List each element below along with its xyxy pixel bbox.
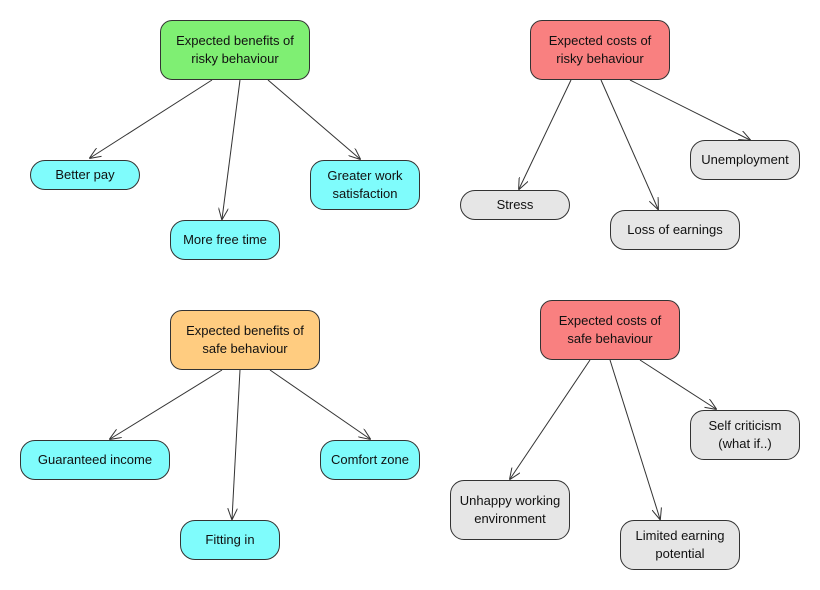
node-costs-safe-behaviour[interactable]: Expected costs of safe behaviour <box>540 300 680 360</box>
node-limited-earning-potential[interactable]: Limited earning potential <box>620 520 740 570</box>
node-benefits-safe-behaviour[interactable]: Expected benefits of safe behaviour <box>170 310 320 370</box>
arrow-costs-safe-to-limited-earning-potential <box>609 359 660 519</box>
node-more-free-time[interactable]: More free time <box>170 220 280 260</box>
arrow-costs-risky-to-loss-of-earnings <box>600 79 658 209</box>
arrow-benefits-safe-to-fitting-in <box>232 369 241 519</box>
arrow-benefits-safe-to-guaranteed-income <box>110 369 223 439</box>
arrow-benefits-safe-to-comfort-zone <box>269 369 370 439</box>
node-unhappy-working-environment[interactable]: Unhappy working environment <box>450 480 570 540</box>
node-better-pay[interactable]: Better pay <box>30 160 140 190</box>
node-costs-risky-behaviour[interactable]: Expected costs of risky behaviour <box>530 20 670 80</box>
node-loss-of-earnings[interactable]: Loss of earnings <box>610 210 740 250</box>
node-guaranteed-income[interactable]: Guaranteed income <box>20 440 170 480</box>
node-benefits-risky-behaviour[interactable]: Expected benefits of risky behaviour <box>160 20 310 80</box>
arrow-costs-risky-to-unemployment <box>629 79 750 140</box>
arrow-benefits-risky-to-better-pay <box>90 79 213 158</box>
arrow-costs-safe-to-self-criticism <box>639 359 716 409</box>
node-self-criticism[interactable]: Self criticism (what if..) <box>690 410 800 460</box>
arrow-costs-risky-to-stress <box>519 79 572 189</box>
arrow-benefits-risky-to-more-free-time <box>222 79 241 219</box>
arrow-benefits-risky-to-greater-work-satisfaction <box>267 79 360 159</box>
node-stress[interactable]: Stress <box>460 190 570 220</box>
node-unemployment[interactable]: Unemployment <box>690 140 800 180</box>
node-greater-work-satisfaction[interactable]: Greater work satisfaction <box>310 160 420 210</box>
arrow-costs-safe-to-unhappy-working-environment <box>510 359 591 479</box>
node-fitting-in[interactable]: Fitting in <box>180 520 280 560</box>
node-comfort-zone[interactable]: Comfort zone <box>320 440 420 480</box>
